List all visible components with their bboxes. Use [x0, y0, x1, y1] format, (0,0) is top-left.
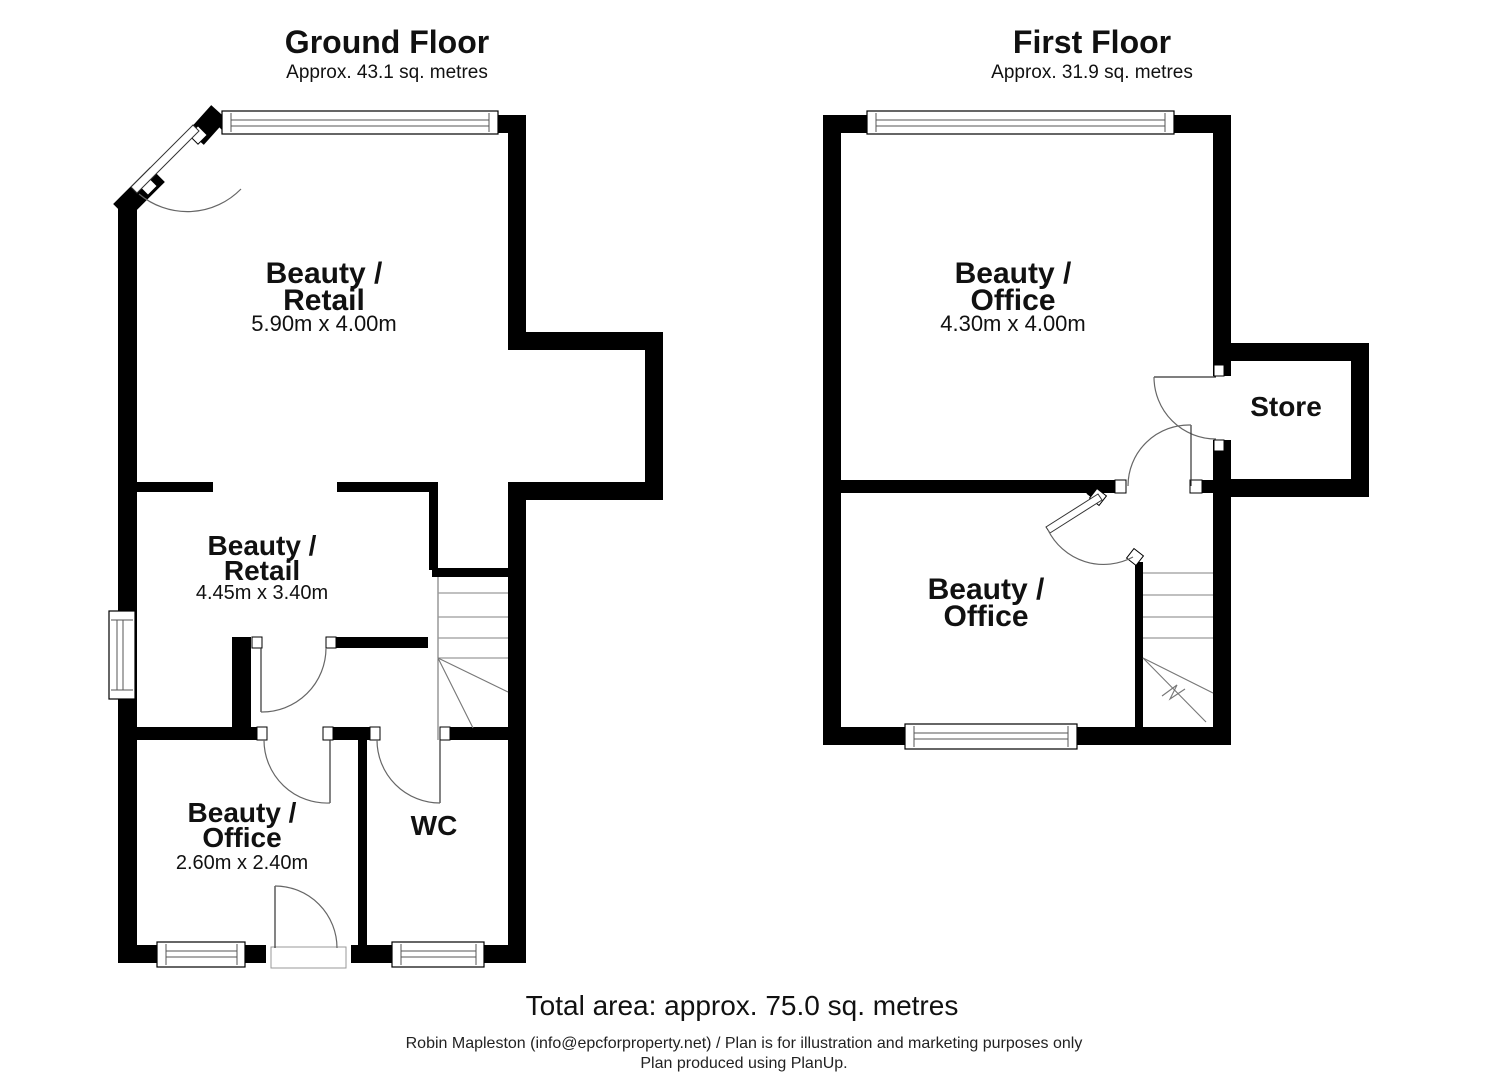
- room-dims-office-top: 4.30m x 4.00m: [940, 311, 1086, 336]
- first-floor-plan: First Floor Approx. 31.9 sq. metres: [823, 24, 1369, 750]
- ground-floor-subtitle: Approx. 43.1 sq. metres: [286, 62, 488, 83]
- ground-floor-doors: [130, 124, 441, 969]
- room-label-retail-mid-2: Retail: [224, 555, 300, 586]
- lower-office-door: [1045, 493, 1134, 566]
- room-label-office-bottom-2: Office: [943, 600, 1028, 633]
- ground-floor-title: Ground Floor: [285, 24, 489, 60]
- stair-direction-arrow: [1161, 684, 1186, 701]
- first-floor-title: First Floor: [1013, 24, 1171, 60]
- window-top: [221, 110, 499, 135]
- rear-entrance-door: [266, 885, 351, 969]
- ground-floor-plan: Ground Floor Approx. 43.1 sq. metres: [108, 24, 663, 969]
- room-label-office-gf-1: Beauty /: [188, 797, 297, 828]
- room-label-retail-mid-1: Beauty /: [208, 530, 317, 561]
- office-door: [263, 739, 331, 804]
- room-label-retail-main-1: Beauty /: [266, 257, 383, 290]
- first-floor-windows: [866, 110, 1175, 750]
- room-dims-office-gf: 2.60m x 2.40m: [176, 852, 308, 874]
- window-bottom-right: [391, 941, 485, 968]
- upper-office-door: [1127, 424, 1192, 487]
- ground-floor-windows: [108, 110, 499, 968]
- window-left: [108, 610, 136, 700]
- room-label-wc: WC: [411, 810, 458, 841]
- room-dims-retail-mid: 4.45m x 3.40m: [196, 582, 328, 604]
- ground-floor-walls: [113, 105, 663, 963]
- entrance-door: [130, 124, 242, 213]
- wc-door: [376, 739, 441, 804]
- room-label-retail-main-2: Retail: [283, 284, 365, 317]
- first-floor-subtitle: Approx. 31.9 sq. metres: [991, 62, 1193, 83]
- window-bottom-ff: [904, 723, 1078, 750]
- room-label-store: Store: [1250, 391, 1322, 422]
- window-top-ff: [866, 110, 1175, 135]
- room-label-office-gf-2: Office: [202, 822, 281, 853]
- window-bottom-left: [156, 941, 246, 968]
- diagonal-wall-upper: [188, 105, 227, 145]
- first-floor-labels: Beauty / Office 4.30m x 4.00m Store Beau…: [928, 257, 1322, 633]
- room-label-office-top-1: Beauty /: [955, 257, 1072, 290]
- room-label-office-top-2: Office: [970, 284, 1055, 317]
- total-area-text: Total area: approx. 75.0 sq. metres: [526, 990, 959, 1021]
- room-label-office-bottom-1: Beauty /: [928, 573, 1045, 606]
- first-floor-stairs: [1142, 572, 1214, 723]
- room-dims-retail-main: 5.90m x 4.00m: [251, 311, 397, 336]
- first-floor-walls: [823, 115, 1369, 745]
- store-door: [1153, 376, 1217, 440]
- first-floor-doors: [1045, 376, 1217, 566]
- ground-floor-labels: Beauty / Retail 5.90m x 4.00m Beauty / R…: [176, 257, 457, 874]
- produced-text: Plan produced using PlanUp.: [640, 1055, 847, 1072]
- ground-floor-stairs: [437, 577, 509, 740]
- middle-room-door: [260, 647, 327, 713]
- credit-text: Robin Mapleston (info@epcforproperty.net…: [406, 1035, 1083, 1052]
- footer: Total area: approx. 75.0 sq. metres Robi…: [406, 990, 1083, 1072]
